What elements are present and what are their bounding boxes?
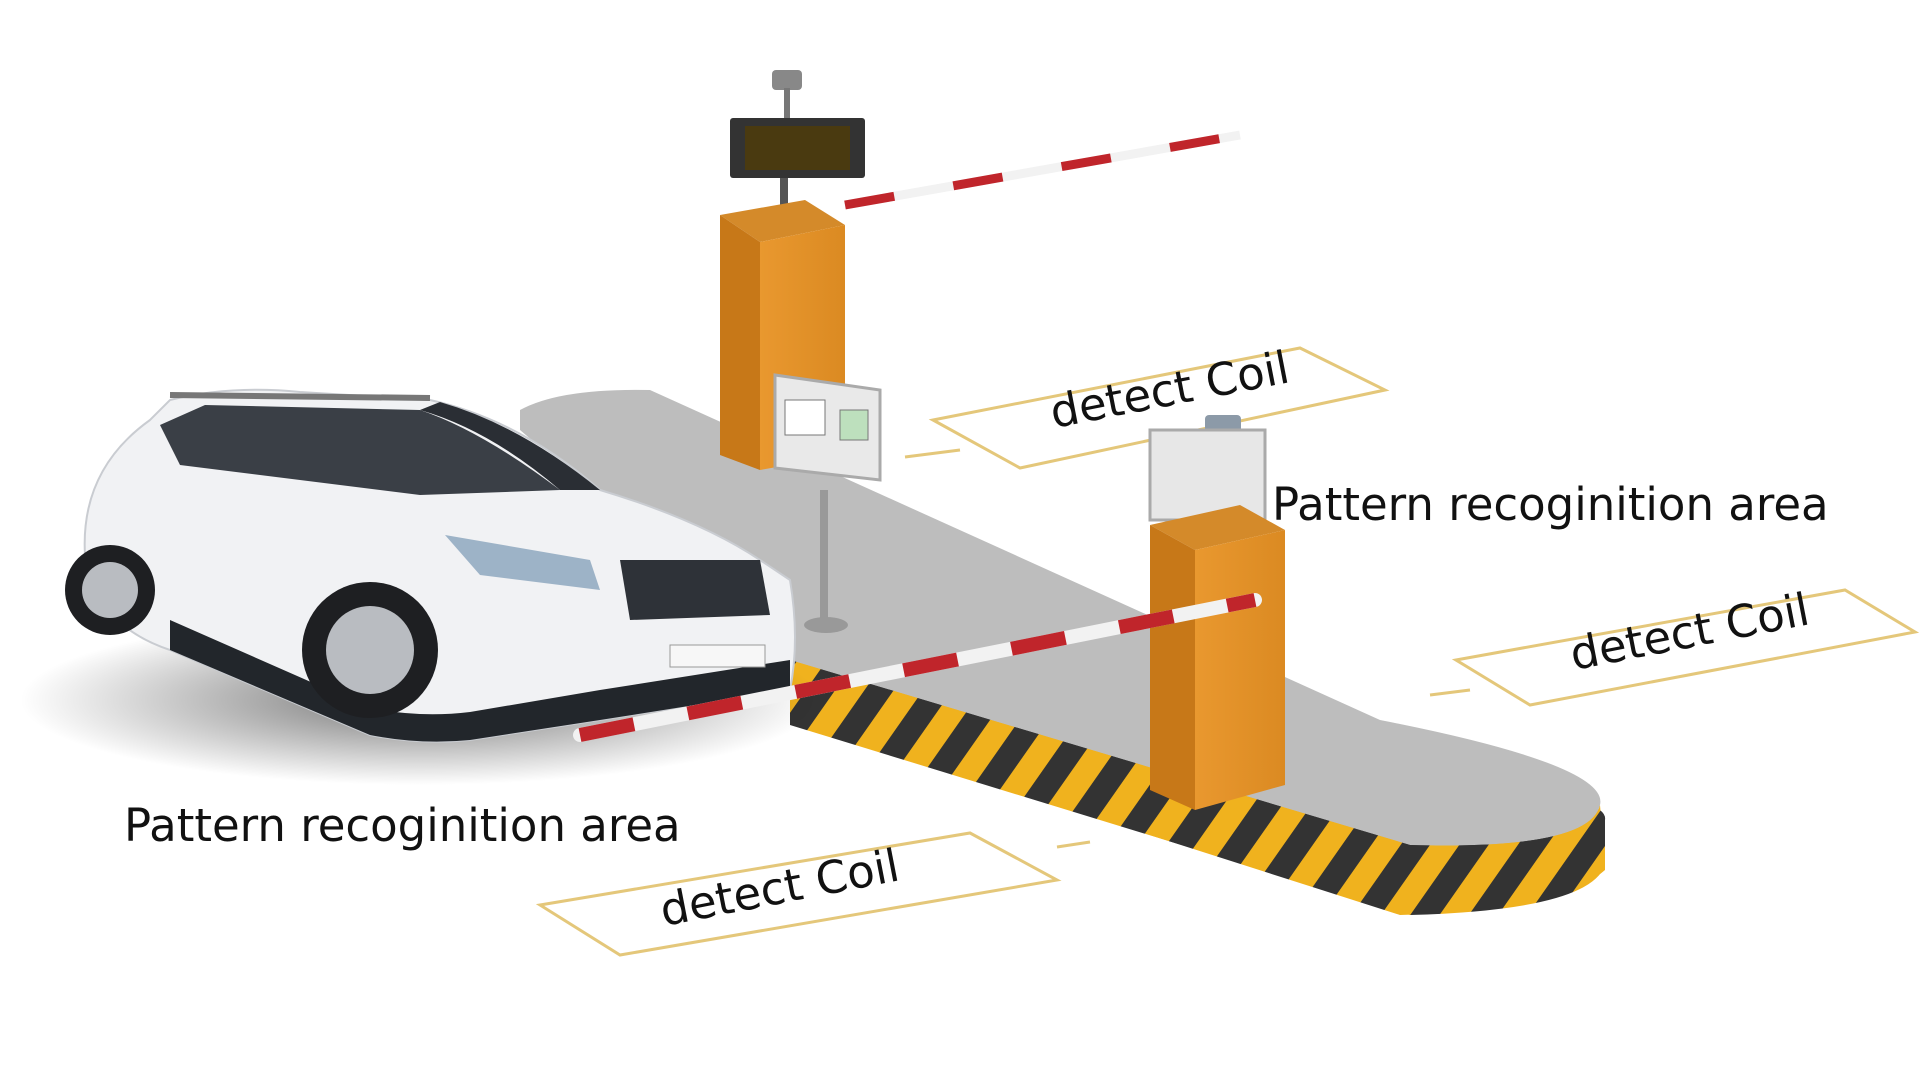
coil-lead-bottom bbox=[1056, 840, 1091, 849]
car-grille bbox=[620, 560, 770, 620]
car-roof-rails bbox=[169, 392, 431, 401]
coil-lead-top bbox=[904, 448, 961, 459]
car-windshield bbox=[420, 402, 600, 490]
license-plate bbox=[669, 644, 766, 668]
rear-boom-arm bbox=[844, 130, 1241, 210]
car-headlight bbox=[445, 535, 600, 590]
front-boom-arm bbox=[573, 593, 1262, 742]
camera-mast bbox=[784, 88, 790, 118]
car-wheel-rear-rim bbox=[82, 562, 138, 618]
rear-gate-top bbox=[720, 200, 845, 242]
front-gate-top bbox=[1150, 505, 1285, 550]
rear-gate-front bbox=[720, 215, 760, 470]
suv-car bbox=[65, 388, 796, 743]
island-top bbox=[520, 389, 1601, 846]
car-windows bbox=[160, 405, 560, 495]
led-sign-pole bbox=[780, 160, 788, 220]
front-display-board bbox=[1148, 428, 1267, 522]
island-side-end bbox=[1410, 805, 1605, 915]
car-wheel-front-rim bbox=[326, 606, 414, 694]
coil-lead-right bbox=[1429, 688, 1471, 697]
front-gate-side bbox=[1195, 530, 1285, 810]
camera-icon bbox=[772, 70, 802, 90]
front-gate-front bbox=[1150, 525, 1195, 810]
coil-outline-right bbox=[1451, 588, 1920, 707]
led-display-screen bbox=[745, 126, 850, 170]
coil-outline-bottom bbox=[535, 831, 1062, 957]
island-side-front bbox=[790, 660, 1410, 915]
ticket-kiosk bbox=[773, 373, 882, 633]
coil-outlines bbox=[535, 346, 1920, 957]
barrier-gate-front bbox=[573, 415, 1285, 810]
car-lower-cladding bbox=[170, 620, 790, 742]
coil-outline-top bbox=[928, 346, 1390, 470]
pattern-area-label-left: Pattern recoginition area bbox=[124, 799, 681, 852]
pattern-area-label-right: Pattern recoginition area bbox=[1272, 478, 1829, 531]
